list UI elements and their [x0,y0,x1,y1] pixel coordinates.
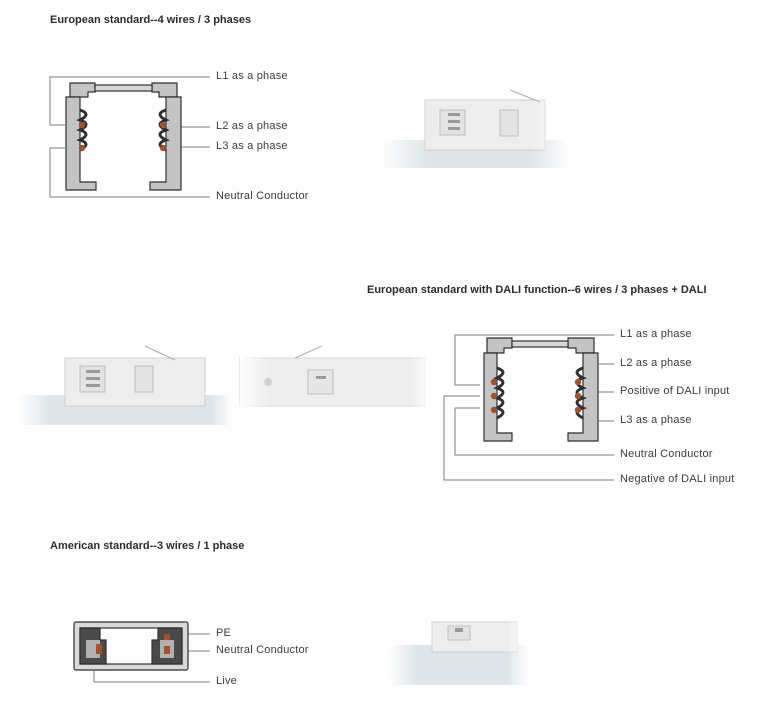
eu4-label-l3: L3 as a phase [216,140,288,152]
us3-track-profile [73,621,189,671]
us3-label-neutral: Neutral Conductor [216,644,309,656]
dali-track-profile [483,337,599,442]
us3-label-live: Live [216,675,237,687]
us3-title: American standard--3 wires / 1 phase [50,540,245,552]
dali-adapter-image-1 [18,340,233,430]
eu4-label-neutral: Neutral Conductor [216,190,309,202]
dali-adapter-image-2 [239,340,430,430]
dali-label-dali-positive: Positive of DALI input [620,385,730,397]
eu4-track-profile [65,82,182,191]
us3-adapter-image [388,615,528,690]
eu4-title: European standard--4 wires / 3 phases [50,14,252,26]
eu4-label-l2: L2 as a phase [216,120,288,132]
eu4-adapter-image [380,89,570,175]
dali-label-neutral: Neutral Conductor [620,448,713,460]
dali-label-dali-negative: Negative of DALI input [620,473,735,485]
eu4-conductors [78,121,167,152]
us3-conductors [96,634,170,654]
dali-label-l3: L3 as a phase [620,414,692,426]
eu4-label-l1: L1 as a phase [216,70,288,82]
us3-label-pe: PE [216,627,232,639]
eu4-leader-lines [49,76,210,198]
dali-title: European standard with DALI function--6 … [367,284,707,296]
dali-conductors [490,378,582,414]
dali-label-l1: L1 as a phase [620,328,692,340]
dali-label-l2: L2 as a phase [620,357,692,369]
